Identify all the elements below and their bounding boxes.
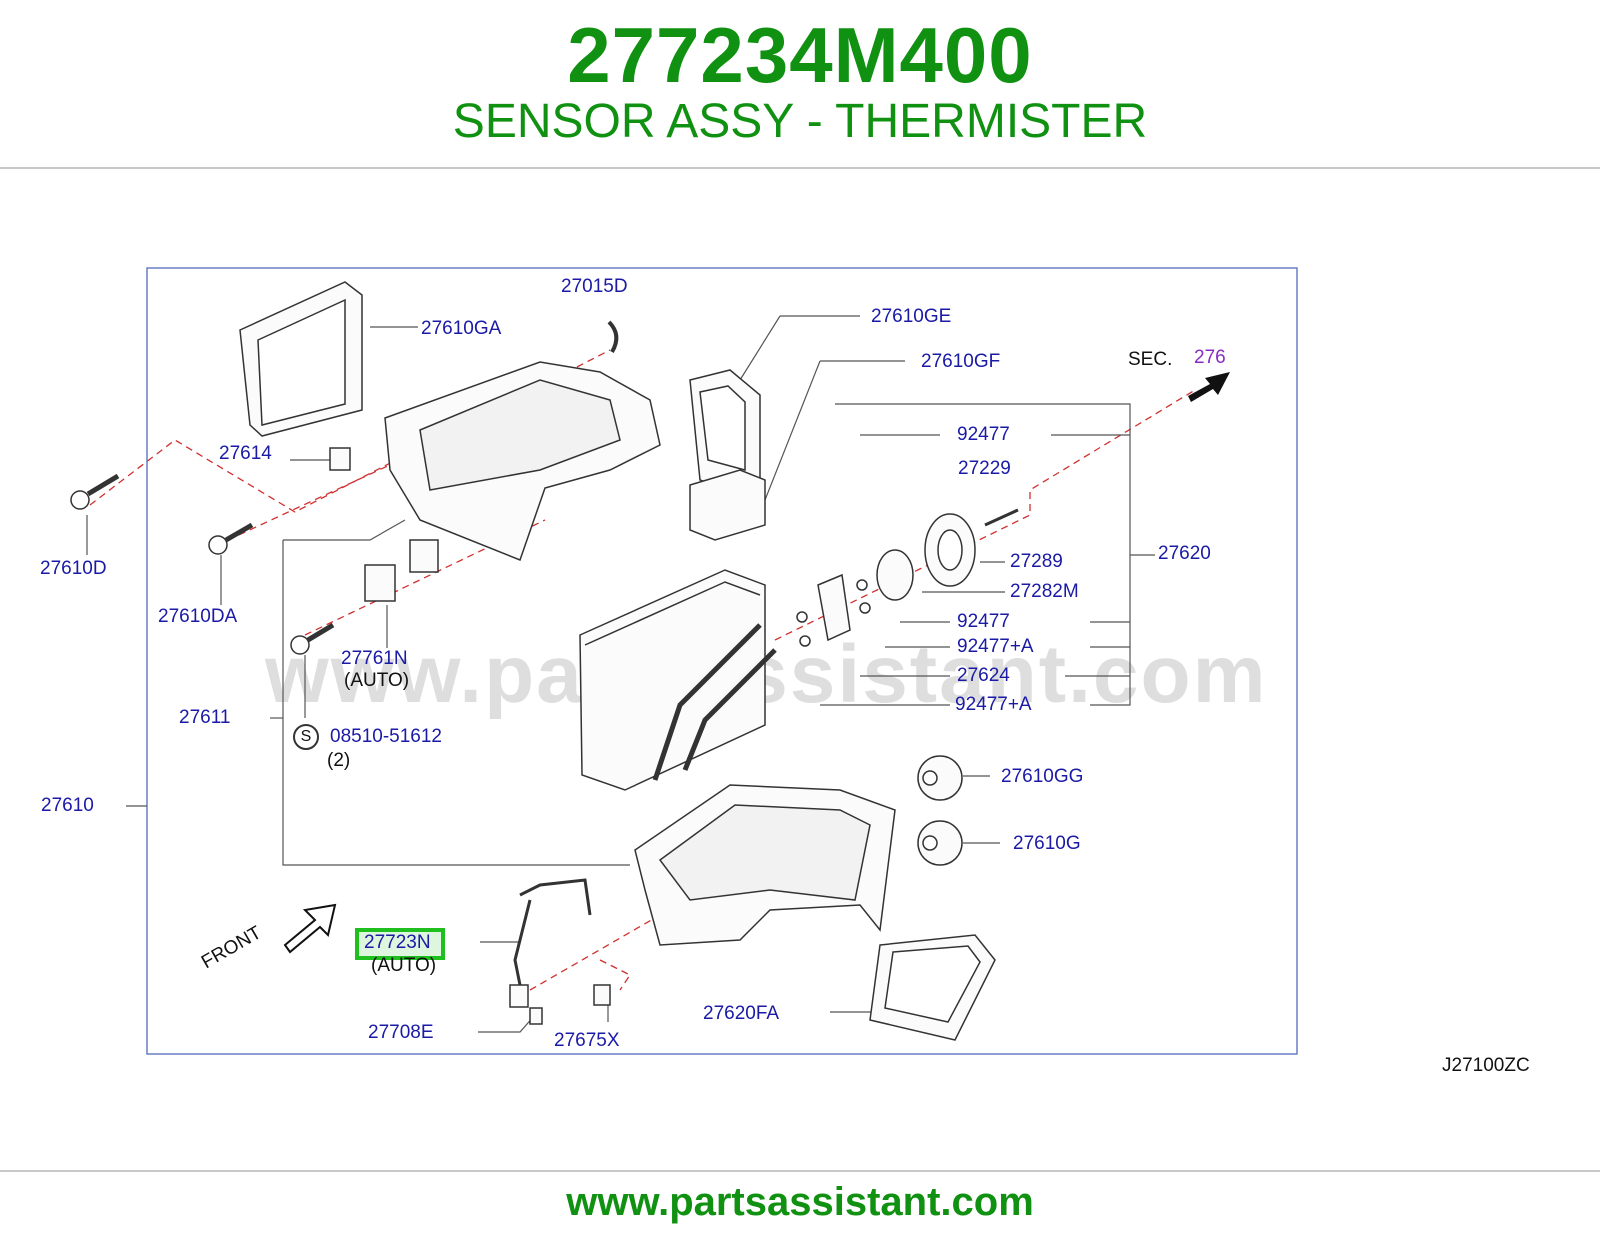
drawing-code: J27100ZC: [1442, 1055, 1530, 1076]
qty-note: (2): [327, 750, 351, 771]
expansion-valve: [817, 573, 851, 642]
callout-27675X[interactable]: 27675X: [554, 1030, 620, 1051]
part-number-title: 277234M400: [567, 11, 1033, 99]
footer-divider: [0, 1170, 1600, 1172]
bracket: [409, 539, 439, 573]
actuator-27761n: [364, 564, 396, 602]
callout-27611[interactable]: 27611: [179, 707, 231, 728]
callout-27620[interactable]: 27620: [1158, 543, 1211, 564]
callout-27610GA[interactable]: 27610GA: [421, 318, 502, 339]
callout-27610[interactable]: 27610: [41, 795, 94, 816]
sec-ref-label: SEC.: [1128, 349, 1173, 370]
grommet-g: [917, 820, 963, 866]
clip-27614: [329, 447, 351, 471]
callout-27723N-highlighted[interactable]: 27723N: [364, 932, 431, 953]
front-arrow: [283, 903, 337, 954]
footer-url[interactable]: www.partsassistant.com: [566, 1180, 1034, 1224]
callout-92477A-upper[interactable]: 92477+A: [957, 636, 1034, 657]
component-outlines: [70, 281, 1019, 1041]
diagram-frame: [146, 267, 1298, 1055]
callout-08510-51612[interactable]: 08510-51612: [330, 726, 442, 747]
callout-92477-mid[interactable]: 92477: [957, 611, 1010, 632]
clip-27708e: [529, 1007, 543, 1025]
callout-27624[interactable]: 27624: [957, 665, 1010, 686]
callout-27282M[interactable]: 27282M: [1010, 581, 1079, 602]
callout-27289[interactable]: 27289: [1010, 551, 1063, 572]
callout-27610GG[interactable]: 27610GG: [1001, 766, 1084, 787]
auto-note-27723N: (AUTO): [371, 955, 437, 976]
part-description: SENSOR ASSY - THERMISTER: [452, 95, 1148, 148]
callout-27610GE[interactable]: 27610GE: [871, 306, 952, 327]
page-header: 277234M400 SENSOR ASSY - THERMISTER: [0, 0, 1600, 170]
callout-27015D[interactable]: 27015D: [561, 276, 628, 297]
grommet-gg: [917, 755, 963, 801]
highlighted-part-box: [355, 928, 445, 960]
auto-note-27761N: (AUTO): [344, 670, 410, 691]
block-27282m: [876, 549, 914, 601]
screws: [70, 473, 335, 655]
callout-27610DA[interactable]: 27610DA: [158, 606, 238, 627]
evaporator-core: [579, 569, 766, 791]
callout-92477-top[interactable]: 92477: [957, 424, 1010, 445]
callout-27614[interactable]: 27614: [219, 443, 272, 464]
callout-27610G[interactable]: 27610G: [1013, 833, 1081, 854]
clip-27675x: [593, 984, 611, 1006]
callout-27610D[interactable]: 27610D: [40, 558, 107, 579]
header-divider: [0, 167, 1600, 169]
leader-lines: [86, 315, 1155, 1033]
callout-92477A-lower[interactable]: 92477+A: [955, 694, 1032, 715]
thermistor-wire: [519, 878, 592, 916]
sec-ref-number[interactable]: 276: [1194, 347, 1226, 368]
callout-27761N[interactable]: 27761N: [341, 648, 408, 669]
callout-27620FA[interactable]: 27620FA: [703, 1003, 780, 1024]
foam-gf: [689, 469, 766, 541]
thermistor-connector: [509, 984, 529, 1008]
s-symbol: S: [293, 724, 319, 750]
sec-arrow: [1188, 372, 1230, 402]
callout-27610GF[interactable]: 27610GF: [921, 351, 1001, 372]
callout-27229[interactable]: 27229: [958, 458, 1011, 479]
callout-27708E[interactable]: 27708E: [368, 1022, 434, 1043]
